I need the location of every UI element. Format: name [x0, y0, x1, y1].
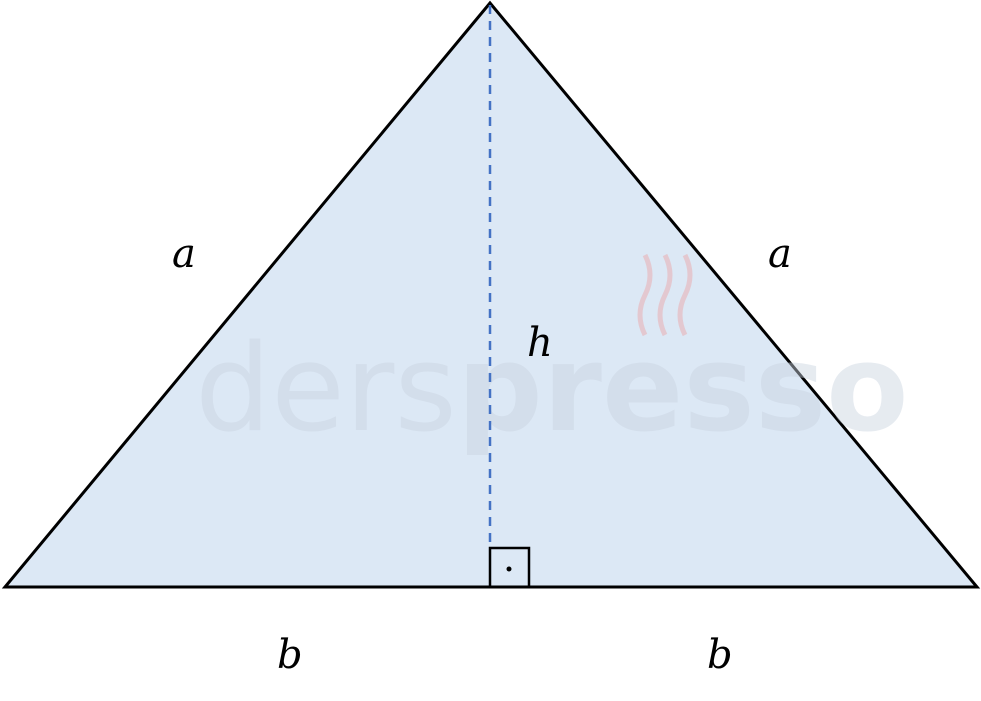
label-left-base: b: [277, 632, 303, 678]
label-height: h: [527, 320, 553, 366]
watermark-text-bold: presso: [457, 320, 909, 459]
label-left-side: a: [172, 231, 196, 277]
steam-icon: [637, 253, 693, 337]
right-angle-dot: [506, 566, 512, 572]
svg-text:derspresso: derspresso: [195, 320, 909, 459]
watermark-logo: derspresso: [195, 253, 909, 459]
label-right-base: b: [707, 632, 733, 678]
watermark-text-light: ders: [195, 320, 457, 459]
label-right-side: a: [768, 231, 792, 277]
